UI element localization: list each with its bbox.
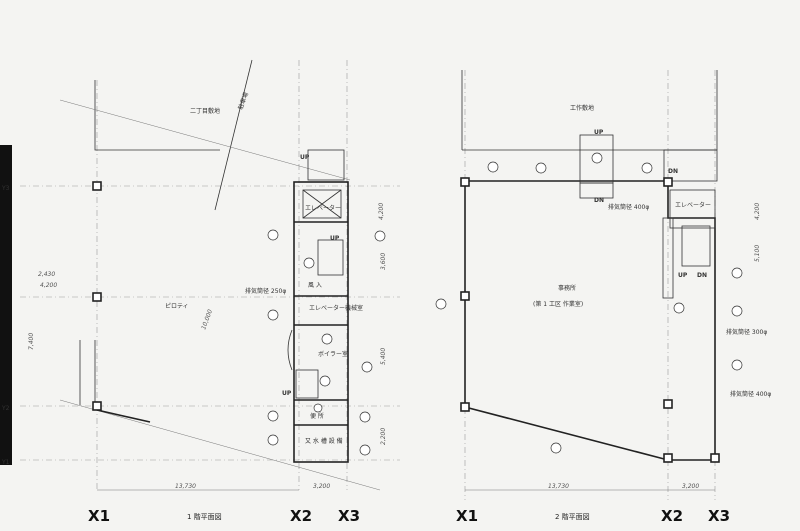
elevator-label: エレベーター — [305, 204, 341, 212]
axis-label-x3: X3 — [708, 507, 730, 525]
dimension-y: 7,400 — [28, 333, 35, 350]
axis-label-x1: X1 — [88, 507, 110, 525]
up-label: UP — [282, 390, 292, 397]
axis-label-x2: X2 — [661, 507, 683, 525]
elevator-label: エレベーター — [675, 201, 711, 209]
dimension-x2-x3: 3,200 — [682, 483, 699, 490]
dimension-y: 2,200 — [380, 428, 387, 445]
dn-label: DN — [668, 168, 678, 175]
exhaust-pipe-label: 排気筒径 300φ — [726, 328, 767, 336]
dimension-y: 4,200 — [754, 203, 761, 220]
entrance-label: 風 入 — [308, 282, 322, 289]
axis-label-y3: Y3 — [1, 185, 10, 192]
machine-room-label: エレベーター機械室 — [309, 304, 363, 312]
dimension-x1-x2: 13,730 — [175, 483, 196, 490]
plan-title: 2 階平面図 — [555, 512, 590, 521]
second-floor-plan: 工作敷地 事務所 (第 1 工区 作業室) UP DN DN UP DN エレベ… — [435, 70, 771, 525]
up-label: UP — [678, 272, 688, 279]
plan-title: 1 階平面図 — [187, 512, 222, 521]
dimension-y: 4,200 — [378, 203, 385, 220]
dimension-x1-x2: 13,730 — [548, 483, 569, 490]
boiler-room-label: ボイラー室 — [318, 350, 348, 358]
exhaust-pipe-label: 排気筒径 250φ — [245, 287, 286, 295]
site-label: 工作敷地 — [570, 104, 594, 112]
axis-label-y2: Y2 — [1, 405, 10, 412]
exhaust-pipe-label: 排気筒径 400φ — [608, 203, 649, 211]
exhaust-pipe-label: 排気筒径 400φ — [730, 390, 771, 398]
site-label: 二丁目敷地 — [190, 107, 220, 115]
scan-border — [0, 145, 12, 465]
axis-label-y1: Y1 — [1, 459, 10, 466]
dimension-y: 4,200 — [40, 282, 57, 289]
storage-label: 又 水 槽 設 備 — [305, 437, 343, 445]
dimension-y: 2,430 — [38, 271, 55, 278]
dimension-y: 5,100 — [754, 245, 761, 262]
up-label: UP — [300, 154, 310, 161]
dimension-y: 3,600 — [380, 253, 387, 270]
up-label: UP — [330, 235, 340, 242]
axis-label-x2: X2 — [290, 507, 312, 525]
dn-label: DN — [697, 272, 707, 279]
toilet-label: 便 所 — [310, 412, 324, 420]
first-floor-plan: 二丁目敷地 駐車場 ピロティ エレベーター エレベーター機械室 風 入 ボイラー… — [1, 59, 400, 525]
axis-label-x1: X1 — [456, 507, 478, 525]
pilotis-label: ピロティ — [165, 303, 189, 310]
dimension-y: 5,400 — [380, 348, 387, 365]
dn-label: DN — [594, 197, 604, 204]
dimension-x2-x3: 3,200 — [313, 483, 330, 490]
axis-label-x3: X3 — [338, 507, 360, 525]
up-label: UP — [594, 129, 604, 136]
office-label: 事務所 — [558, 284, 576, 292]
office-sub-label: (第 1 工区 作業室) — [533, 300, 583, 308]
